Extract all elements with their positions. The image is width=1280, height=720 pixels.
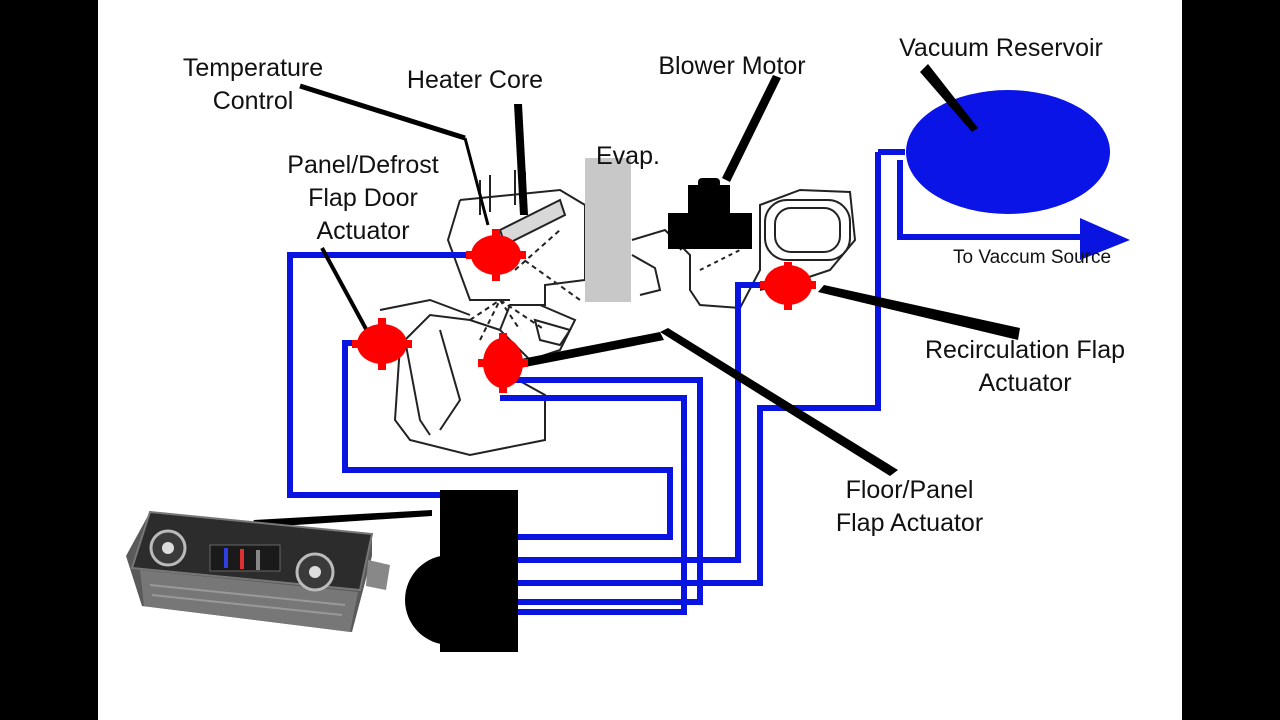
vacuum-lines: [287, 149, 1090, 615]
leader-lines: [250, 64, 1020, 528]
label-floor-panel-actuator: Floor/Panel Flap Actuator: [812, 474, 1007, 540]
mode-actuator-shape: [352, 318, 412, 370]
blower-motor-shape: [668, 178, 752, 249]
label-to-vacuum-source: To Vaccum Source: [953, 247, 1112, 268]
label-evap: Evap.: [596, 142, 660, 170]
label-recirculation-actuator: Recirculation Flap Actuator: [900, 334, 1150, 400]
vacuum-selector-valve: [405, 490, 518, 652]
label-temperature-control: Temperature Control: [160, 52, 346, 118]
label-panel-defrost-line-2: Flap Door: [308, 184, 418, 212]
label-vacuum-reservoir: Vacuum Reservoir: [899, 34, 1103, 62]
label-temperature-control-line-2: Control: [212, 87, 294, 115]
label-panel-defrost-line-3: Actuator: [316, 217, 410, 245]
label-blower-motor: Blower Motor: [658, 52, 806, 80]
to-vacuum-source-arrow: [1080, 218, 1130, 260]
label-panel-defrost-line-1: Panel/Defrost: [287, 151, 439, 179]
label-heater-core: Heater Core: [406, 66, 544, 94]
label-recirculation-line-2: Actuator: [978, 369, 1072, 397]
label-recirculation-line-1: Recirculation Flap: [924, 336, 1126, 364]
recirculation-actuator-shape: [760, 262, 816, 310]
label-panel-defrost-actuator: Panel/Defrost Flap Door Actuator: [268, 149, 458, 248]
label-floor-panel-line-2: Flap Actuator: [835, 509, 984, 537]
evaporator-block: [585, 158, 631, 302]
panel-defrost-actuator-shape: [466, 229, 526, 281]
floor-panel-actuator-shape: [478, 333, 528, 393]
climate-control-panel: [126, 510, 390, 632]
vacuum-reservoir-shape: [906, 90, 1110, 214]
label-floor-panel-line-1: Floor/Panel: [845, 476, 974, 504]
label-temperature-control-line-1: Temperature: [182, 54, 324, 82]
